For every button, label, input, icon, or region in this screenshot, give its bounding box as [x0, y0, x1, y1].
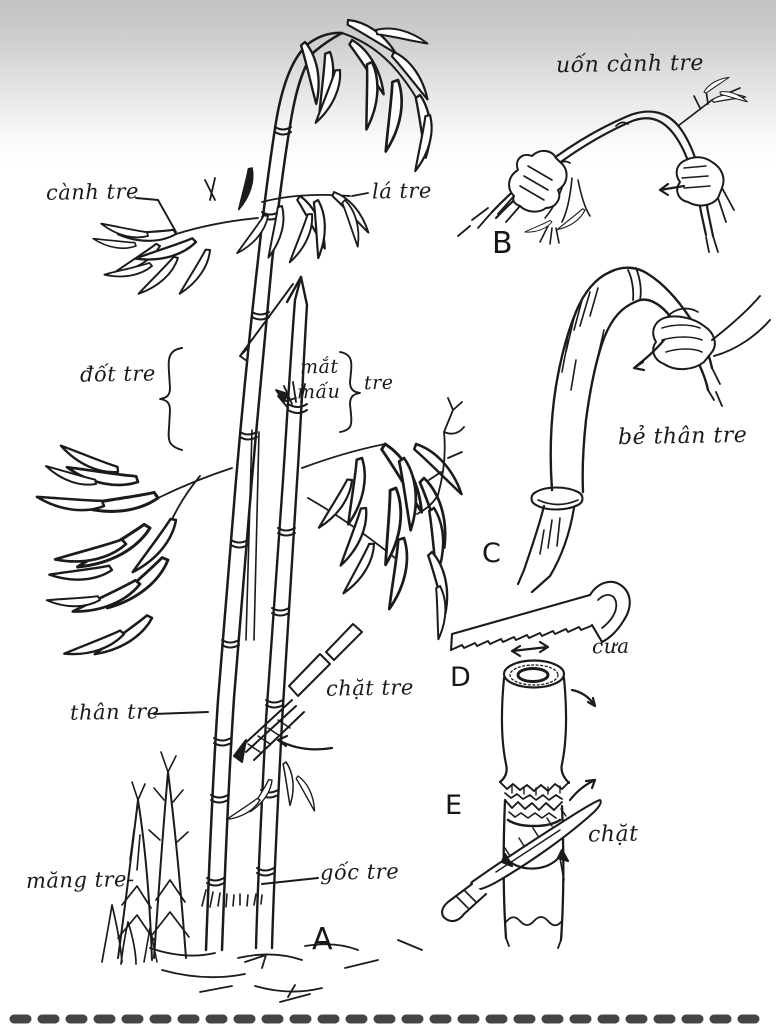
saw-icon — [449, 580, 631, 652]
label-tre: tre — [363, 371, 394, 395]
tube-arrow — [570, 688, 597, 708]
label-leaders — [135, 192, 369, 885]
bent-trunk — [549, 266, 723, 494]
label-dot-tre: đốt tre — [79, 361, 157, 387]
label-than-tre: thân tre — [69, 699, 160, 725]
bend-arrow — [658, 182, 686, 197]
panel-letter-e: E — [445, 790, 463, 821]
bare-twig — [416, 397, 465, 515]
right-hand-icon — [675, 156, 735, 223]
left-hand-icon — [497, 150, 568, 223]
mat-mau-brace — [339, 351, 361, 433]
inner-stalk — [245, 429, 260, 641]
branch-twig-tip — [677, 69, 748, 127]
panel-letter-b: B — [492, 226, 513, 261]
dot-tre-brace — [159, 347, 183, 451]
leaf-cluster-mid-right — [301, 442, 474, 641]
label-la-tre: lá tre — [371, 178, 433, 204]
break-arrow — [632, 338, 666, 372]
saw-motion-arrow — [510, 640, 550, 658]
branch-cluster-upper-right — [236, 191, 379, 264]
label-chat-tre: chặt tre — [325, 675, 415, 701]
leaf-cluster-mid-left — [35, 439, 233, 676]
caption-chat: chặt — [587, 821, 639, 848]
trunk-node-ring — [530, 486, 584, 511]
panel-d-sawing — [449, 580, 631, 801]
la-tre-leader — [351, 192, 369, 197]
panel-letter-d: D — [450, 662, 471, 693]
panel-letter-a: A — [312, 922, 333, 957]
goc-tre-leader — [261, 877, 319, 885]
panel-b-bend-branch — [457, 69, 748, 253]
ground-hatching — [201, 889, 263, 908]
knife-icon — [441, 798, 602, 923]
chopped-stalk — [502, 798, 565, 949]
top-leaf-crown — [279, 17, 453, 173]
caption-uon-canh-tre: uốn cành tre — [555, 50, 705, 79]
panel-c-break-trunk — [516, 266, 771, 594]
label-canh-tre: cành tre — [45, 179, 140, 205]
second-culm — [254, 275, 309, 950]
caption-be-than-tre: bẻ thân tre — [617, 422, 748, 451]
trunk-base — [516, 504, 576, 594]
arm-lines — [711, 295, 771, 357]
second-culm-nodes — [256, 403, 308, 877]
bud-arrow — [239, 283, 294, 362]
cut-notch — [500, 848, 570, 881]
label-mau: mấu — [296, 380, 341, 404]
culm-nodes — [206, 126, 292, 887]
label-goc-tre: gốc tre — [319, 859, 400, 885]
branch-cluster-upper-left — [92, 207, 259, 303]
chop-arrow — [568, 778, 597, 802]
trunk-crack-hatching — [561, 287, 605, 391]
gripping-hand-icon — [652, 307, 716, 370]
mau-dash — [285, 397, 297, 402]
chopped-branch — [233, 623, 363, 763]
bamboo-shoots — [101, 751, 190, 965]
label-mang-tre: măng tre- — [25, 867, 135, 893]
chat-tre-arrow — [276, 734, 334, 751]
label-mat: mắt — [299, 355, 339, 379]
small-twig — [204, 167, 261, 211]
caption-cua: cưa — [591, 633, 630, 659]
panel-e-chopping — [441, 778, 602, 949]
canh-tre-leader — [135, 197, 177, 233]
than-tre-leader — [153, 711, 209, 715]
panel-a-bamboo-plant — [35, 17, 474, 1003]
panel-letter-c: C — [482, 538, 501, 569]
roots — [149, 939, 423, 1003]
bamboo-tube — [498, 659, 571, 801]
bud-node — [275, 381, 306, 409]
